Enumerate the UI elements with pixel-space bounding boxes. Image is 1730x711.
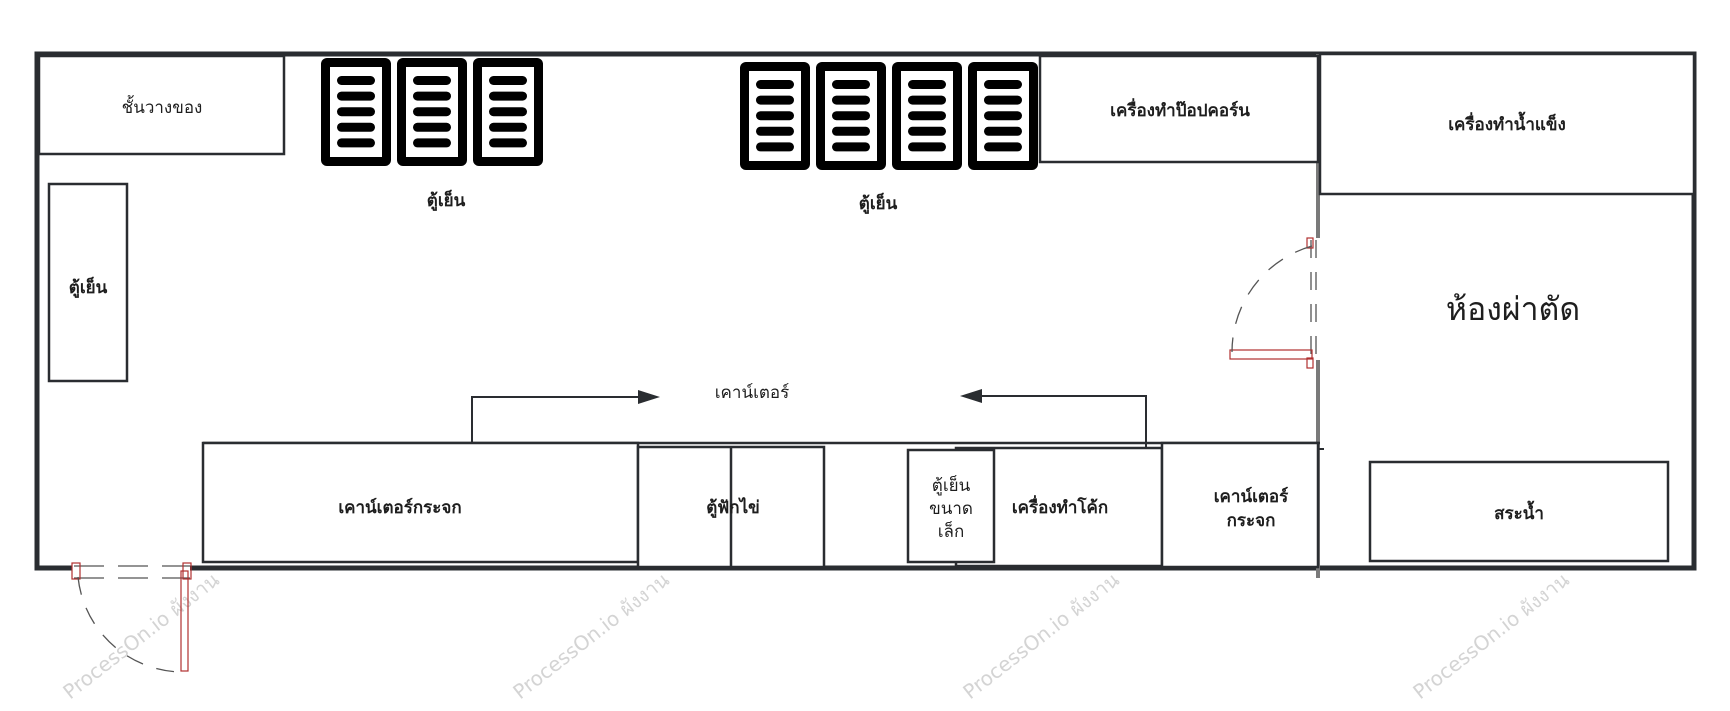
fridge-shelf-icon <box>984 80 1022 89</box>
fridge-shelf-icon <box>984 126 1022 136</box>
popcorn-machine-label: เครื่องทำป๊อปคอร์น <box>1110 98 1250 121</box>
fridge-shelf-icon <box>756 142 794 152</box>
fridge-shelf-icon <box>984 111 1022 121</box>
fridge-shelf-icon <box>908 80 946 89</box>
fridge-shelf-icon <box>413 76 451 85</box>
fridge-left-label: ตู้เย็น <box>69 275 108 299</box>
shelf: ชั้นวางของ <box>37 54 286 156</box>
fridge-shelf-icon <box>337 107 375 117</box>
watermark: ProcessOn.io ผังงาน <box>508 567 674 704</box>
fridge-shelf-icon <box>337 76 375 85</box>
fridge-shelf-icon <box>756 95 794 105</box>
glass-counter-label: เคาน์เตอร์กระจก <box>338 497 461 518</box>
glass-counter: เคาน์เตอร์กระจก <box>201 441 640 564</box>
fridge-unit-icon <box>892 62 962 170</box>
flow-arrow-left <box>290 390 660 449</box>
watermark: ProcessOn.io ผังงาน <box>58 567 224 704</box>
fridge-shelf-icon <box>413 122 451 132</box>
fridge-shelf-icon <box>908 126 946 136</box>
fridge-shelf-icon <box>489 107 527 117</box>
fridge-shelf-icon <box>756 80 794 89</box>
coke-machine-label: เครื่องทำโค้ก <box>1012 495 1108 518</box>
fridge-left: ตู้เย็น <box>47 182 129 383</box>
shelf-label: ชั้นวางของ <box>122 95 203 118</box>
fridge-shelf-icon <box>832 142 870 152</box>
popcorn-machine: เครื่องทำป๊อปคอร์น <box>1038 54 1320 164</box>
sink-label: สระน้ำ <box>1494 500 1544 524</box>
fridge-shelf-icon <box>832 111 870 121</box>
sink: สระน้ำ <box>1368 460 1670 563</box>
fridge-shelf-icon <box>756 111 794 121</box>
small-fridge-label-line3: เล็ก <box>938 520 965 542</box>
fridge-shelf-icon <box>337 138 375 148</box>
fridge-shelf-icon <box>832 126 870 136</box>
glass-counter-2: เคาน์เตอร์ กระจก <box>1160 441 1320 569</box>
small-fridge: ตู้เย็น ขนาด เล็ก <box>906 448 996 564</box>
fridge-shelf-icon <box>337 122 375 132</box>
fridge-shelf-icon <box>832 80 870 89</box>
incubator: ตู้ฟักไข่ <box>636 445 826 569</box>
operating-room-door <box>1229 237 1317 369</box>
fridge-unit-icon <box>397 58 467 166</box>
fridge-shelf-icon <box>984 95 1022 105</box>
fridge-unit-icon <box>968 62 1038 170</box>
fridge-shelf-icon <box>984 142 1022 152</box>
fridge-shelf-icon <box>756 126 794 136</box>
fridge-unit-icon <box>740 62 810 170</box>
watermark: ProcessOn.io ผังงาน <box>958 567 1124 704</box>
fridge-unit-icon <box>473 58 543 166</box>
glass-counter-2-label-line1: เคาน์เตอร์ <box>1214 486 1289 507</box>
flow-arrow-right <box>960 389 1324 450</box>
fridge-shelf-icon <box>832 95 870 105</box>
small-fridge-label-line1: ตู้เย็น <box>932 474 971 496</box>
ice-machine-label: เครื่องทำน้ำแข็ง <box>1448 111 1566 135</box>
fridge-group-top-left <box>321 58 543 166</box>
ice-machine: เครื่องทำน้ำแข็ง <box>1318 52 1696 196</box>
fridge-shelf-icon <box>413 107 451 117</box>
fridge-shelf-icon <box>489 91 527 101</box>
small-fridge-label-line2: ขนาด <box>929 499 973 519</box>
incubator-label: ตู้ฟักไข่ <box>706 497 760 519</box>
watermark: ProcessOn.io ผังงาน <box>1408 567 1574 704</box>
fridge-shelf-icon <box>413 138 451 148</box>
fridge-shelf-icon <box>489 122 527 132</box>
fridge-shelf-icon <box>908 111 946 121</box>
outer-wall <box>34 51 1697 571</box>
fridge-shelf-icon <box>908 142 946 152</box>
operating-room-label: ห้องผ่าตัด <box>1446 290 1580 328</box>
fridge-top-middle-label: ตู้เย็น <box>859 191 898 215</box>
fridge-shelf-icon <box>489 76 527 85</box>
counter-label: เคาน์เตอร์ <box>715 383 790 403</box>
fridge-shelf-icon <box>413 91 451 101</box>
fridge-shelf-icon <box>908 95 946 105</box>
entrance-door <box>71 562 192 673</box>
glass-counter-2-label-line2: กระจก <box>1227 511 1276 531</box>
watermark-group: ProcessOn.io ผังงาน ProcessOn.io ผังงาน … <box>58 567 1574 704</box>
fridge-shelf-icon <box>489 138 527 148</box>
fridge-unit-icon <box>321 58 391 166</box>
fridge-top-left-label: ตู้เย็น <box>427 188 466 212</box>
fridge-shelf-icon <box>337 91 375 101</box>
fridge-group-top-middle <box>740 62 1038 170</box>
fridge-unit-icon <box>816 62 886 170</box>
